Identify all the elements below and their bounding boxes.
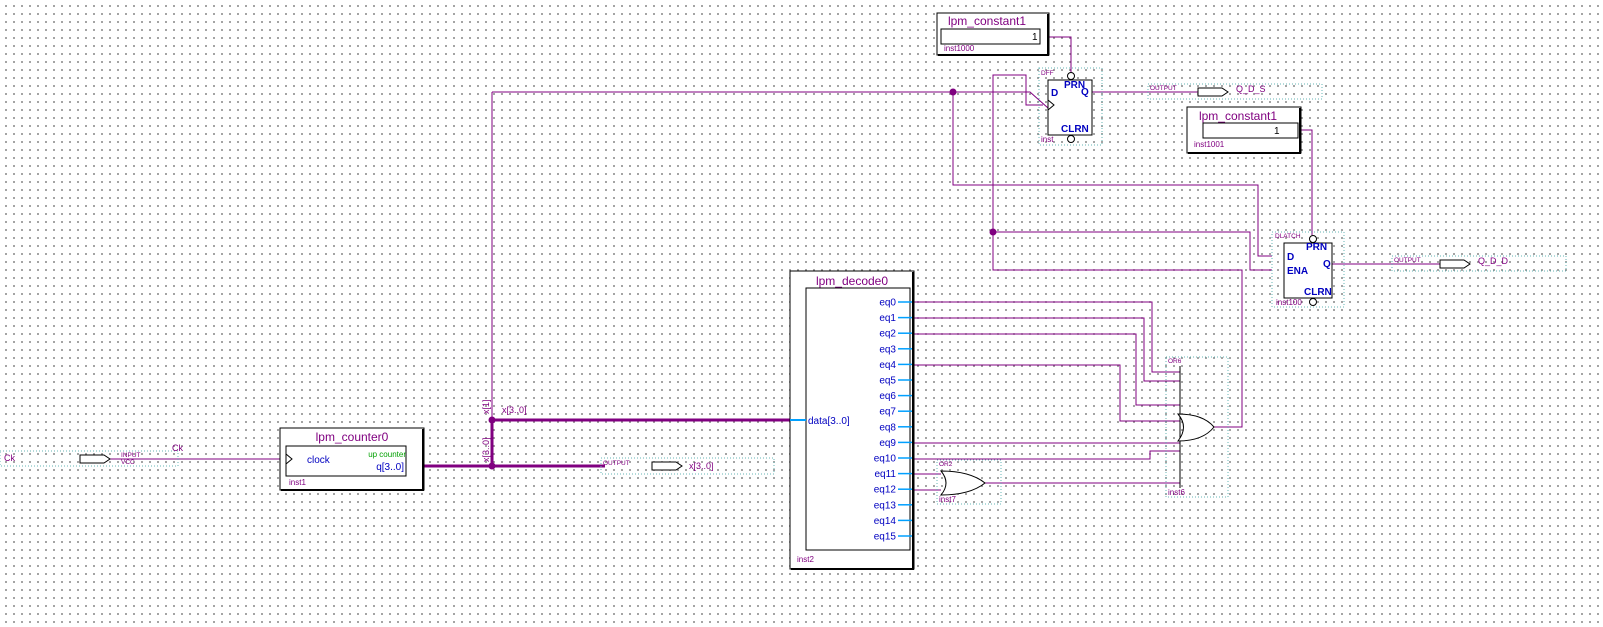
decoder-output-eq6: eq6 [879,391,896,402]
output-x-kind: OUTPUT [603,460,630,467]
counter-inst: inst1 [289,478,306,487]
decoder-title: lpm_decode0 [816,274,888,288]
bus-label-x30: x[3..0] [502,405,527,415]
or6-gate[interactable]: OR6 inst6 [1165,356,1229,498]
bus-label-x1: x[1] [481,399,491,414]
bus-label-x30-vertical: x[3..0] [481,437,491,462]
dff-clrn-port: CLRN [1061,124,1089,135]
dff-q-port: Q [1081,87,1089,98]
or2-title: OR2 [939,461,953,468]
net-ck-label: Ck [172,443,183,453]
output-qds-kind: OUTPUT [1150,85,1177,92]
wire-or6-out [992,74,1243,428]
decoder-output-eq0: eq0 [879,298,896,309]
decoder-output-eq5: eq5 [879,376,896,387]
decoder-outputs: eq0 eq1 eq2 eq3 eq4 eq5 eq6 eq7 eq8 eq9 eq10 eq11 eq… [874,298,912,543]
dlatch-d-port: D [1287,252,1294,263]
decoder-data-port: data[3..0] [808,416,850,427]
decoder-output-eq8: eq8 [879,422,896,433]
decoder-output-eq2: eq2 [879,329,896,340]
constant1-value: 1 [1032,32,1038,43]
constant2-inst: inst1001 [1194,140,1225,149]
dff-block[interactable]: DFF D PRN Q CLRN inst [1038,67,1103,146]
constant1-title: lpm_constant1 [948,14,1026,28]
constant-block-1[interactable]: lpm_constant1 1 inst1000 [936,12,1050,56]
decoder-output-eq11: eq11 [874,469,896,480]
decoder-output-eq3: eq3 [879,344,896,355]
counter-clock-port: clock [307,455,331,466]
decoder-output-eq4: eq4 [879,360,896,371]
wire-ena-branch [993,231,1272,271]
input-pin-name: Ck [4,453,15,463]
wire-d-branch [952,92,1272,257]
decoder-inst: inst2 [797,555,814,564]
dlatch-title: DLATCH [1275,233,1301,240]
counter-title: lpm_counter0 [316,430,389,444]
counter-block[interactable]: lpm_counter0 clock up counter q[3..0] in… [279,427,425,491]
dlatch-prn-port: PRN [1306,242,1327,253]
dlatch-inst: inst100 [1276,298,1302,307]
constant-block-2[interactable]: lpm_constant1 1 inst1001 [1186,106,1302,154]
or2-gate[interactable]: OR2 inst7 [936,459,1002,505]
decoder-output-eq14: eq14 [874,516,897,527]
or2-inst: inst7 [939,495,956,504]
output-x-name: x[3..0] [689,461,714,471]
dlatch-clrn-port: CLRN [1304,287,1332,298]
input-pin-kind: INPUT [121,452,141,459]
output-pin-x[interactable]: OUTPUT x[3..0] [600,457,775,475]
output-qdd-name: Q_D_D [1478,256,1509,266]
dlatch-q-port: Q [1323,259,1331,270]
output-pin-qdd[interactable]: OUTPUT Q_D_D [1391,255,1567,272]
counter-mode: up counter [368,450,406,459]
output-qdd-kind: OUTPUT [1394,257,1421,264]
decoder-output-eq1: eq1 [879,313,896,324]
decoder-output-eq13: eq13 [874,500,897,511]
wire-d-net-top [492,91,1049,109]
buses [408,418,790,468]
output-qds-name: Q_D_S [1236,84,1266,94]
dff-prn-port: PRN [1064,80,1085,91]
decoder-output-eq12: eq12 [874,485,897,496]
or6-title: OR6 [1168,358,1182,365]
decoder-output-eq9: eq9 [879,438,896,449]
input-pin-default: VCC [121,459,135,466]
constant1-inst: inst1000 [944,44,975,53]
dff-title: DFF [1041,70,1054,77]
constant2-value: 1 [1274,126,1280,137]
counter-q-port: q[3..0] [376,462,404,473]
dff-inst: inst [1041,135,1054,144]
or6-inst: inst6 [1168,488,1185,497]
constant2-title: lpm_constant1 [1199,109,1277,123]
dlatch-block[interactable]: DLATCH D ENA PRN Q CLRN inst100 [1271,231,1345,308]
output-pin-qds[interactable]: OUTPUT Q_D_S [1147,83,1323,100]
wire-const2 [1300,129,1313,235]
junctions [488,88,997,470]
dlatch-ena-port: ENA [1287,266,1308,277]
decoder-output-eq15: eq15 [874,532,897,543]
wire-const1 [1040,36,1072,77]
wires [110,36,1440,491]
decoder-output-eq7: eq7 [879,407,896,418]
input-pin-ck[interactable]: INPUT VCC Ck Ck [0,443,183,467]
decoder-block[interactable]: lpm_decode0 data[3..0] inst2 eq0eq1eq2eq… [789,270,915,570]
dff-d-port: D [1051,88,1058,99]
decoder-output-eq10: eq10 [874,454,897,465]
